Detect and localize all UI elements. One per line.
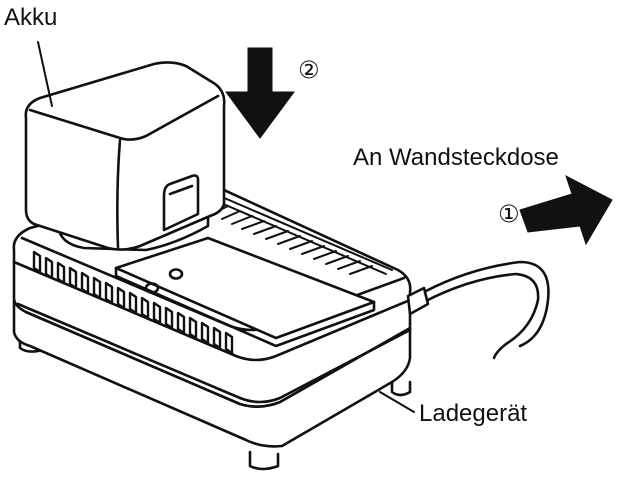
charger-pad-lip [114, 266, 376, 348]
power-cord-inner [408, 272, 540, 360]
battery-latch [162, 174, 200, 232]
step-2-marker: ② [298, 56, 320, 84]
step-1-marker: ① [498, 200, 520, 228]
charger-front-bevel [12, 260, 412, 362]
power-cord [408, 260, 550, 348]
indicator-lamp-lower [144, 282, 160, 294]
arrow-down-icon [225, 47, 295, 139]
charger-front-vents [32, 250, 234, 355]
leader-line-charger [379, 391, 415, 413]
charger-base-seam [16, 302, 412, 404]
battery-pack [24, 61, 226, 252]
label-wall-outlet: An Wandsteckdose [353, 144, 559, 171]
cord-strain-relief [406, 286, 430, 316]
indicator-lamp-upper [168, 268, 184, 280]
label-battery: Akku [4, 4, 58, 31]
charger-foot-back [390, 378, 412, 397]
charger-foot-right [248, 450, 280, 471]
leader-line-akku [37, 41, 53, 107]
battery-front-edge [116, 138, 122, 250]
arrow-right-icon [519, 174, 613, 246]
battery-top-face [28, 94, 220, 141]
battery-latch-detail [168, 184, 194, 196]
battery-body [24, 61, 226, 251]
label-charger: Ladegerät [419, 400, 528, 427]
